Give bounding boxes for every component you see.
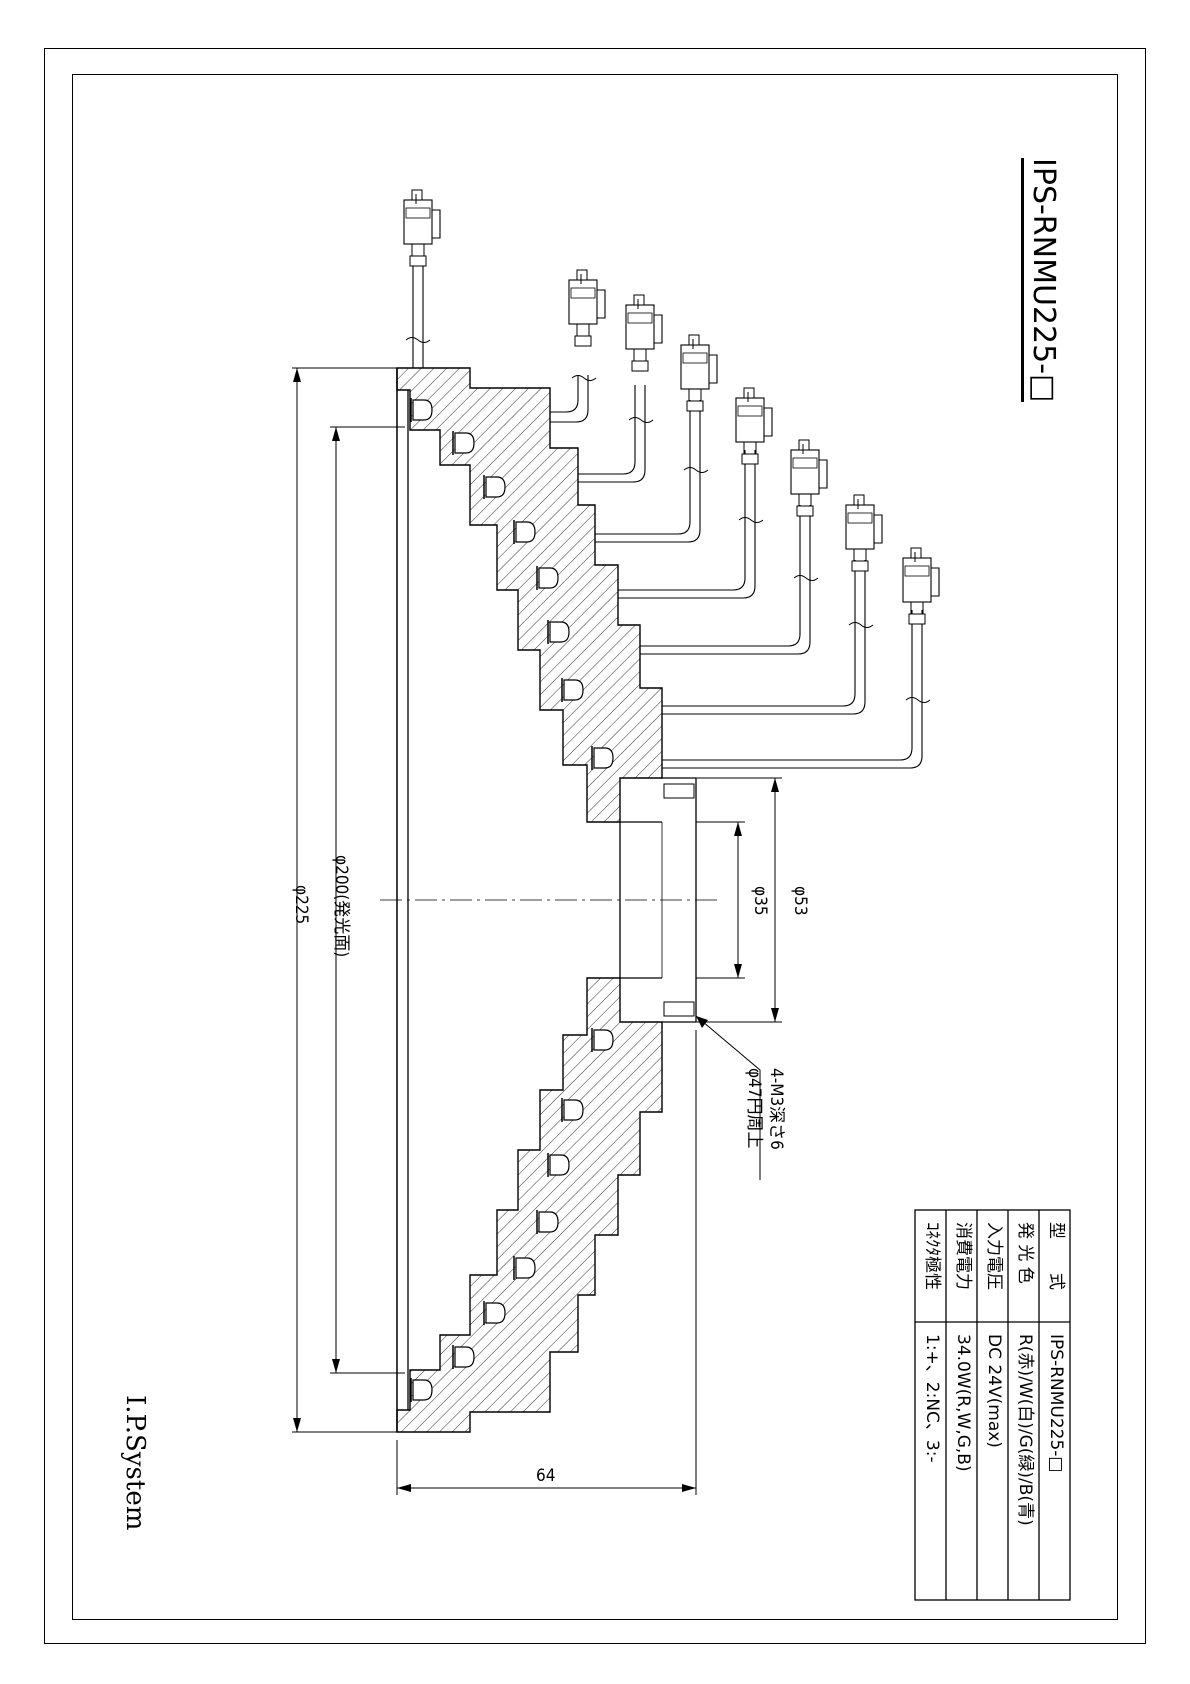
spec-value-voltage: DC 24V(max) bbox=[984, 1334, 1004, 1448]
dimension-d53: φ53 bbox=[790, 886, 810, 916]
drawing-frame bbox=[72, 74, 1118, 1620]
spec-label-voltage: 入力電圧 bbox=[984, 1222, 1004, 1290]
lower-section-hatch bbox=[396, 977, 663, 1433]
dimension-lines bbox=[292, 367, 782, 1495]
dimension-d35: φ35 bbox=[750, 886, 770, 916]
cable-break-marks bbox=[405, 337, 931, 703]
upper-section-hatch bbox=[396, 367, 663, 823]
dimension-d225: φ225 bbox=[291, 885, 311, 925]
cables bbox=[412, 266, 923, 769]
spec-value-color: R(赤)/W(白)/G(緑)/B(青) bbox=[1015, 1334, 1035, 1526]
spec-table-grid bbox=[914, 1209, 1071, 1601]
spec-label-polarity: ｺﾈｸﾀ極性 bbox=[922, 1222, 942, 1290]
spec-value-power: 34.0W(R,W,G,B) bbox=[953, 1334, 973, 1472]
spec-label-model: 型 式 bbox=[1046, 1222, 1066, 1290]
dimension-arrows bbox=[293, 368, 779, 1492]
dimension-d200: φ200(発光面) bbox=[331, 855, 351, 958]
note-tapped-holes: 4-M3深さ6 bbox=[766, 1068, 786, 1150]
spec-value-polarity: 1:+、2:NC、3:- bbox=[922, 1334, 942, 1463]
outer-border bbox=[44, 48, 1146, 1644]
note-pitch-circle: φ47円周上 bbox=[744, 1068, 764, 1149]
tapped-hole-lower bbox=[663, 1001, 695, 1017]
tapped-hole-upper bbox=[663, 783, 695, 799]
company-name: I.P.System bbox=[120, 1395, 150, 1531]
spec-value-model: IPS-RNMU225-□ bbox=[1046, 1334, 1066, 1473]
drawing-title: IPS-RNMU225-□ bbox=[1021, 158, 1061, 403]
spec-label-color: 発 光 色 bbox=[1015, 1222, 1035, 1284]
dimension-length-64: 64 bbox=[536, 1466, 556, 1486]
spec-label-power: 消費電力 bbox=[953, 1222, 973, 1290]
